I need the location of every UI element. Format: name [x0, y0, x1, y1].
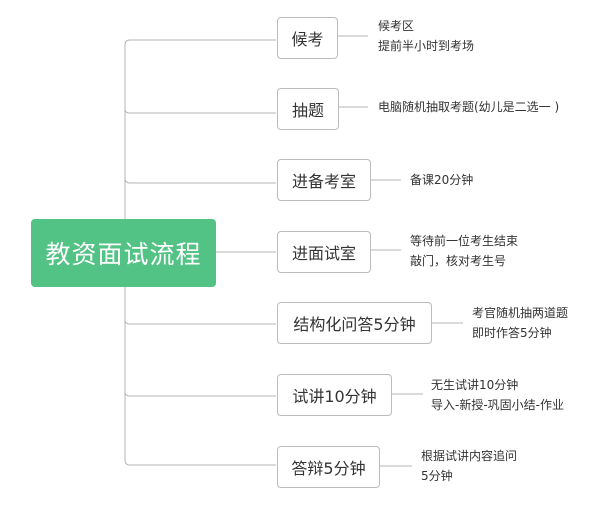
note-line: 考官随机抽两道题 — [472, 306, 569, 320]
branch-connector-5 — [124, 319, 276, 325]
note-line: 等待前一位考生结束 — [410, 234, 519, 248]
step-note-2: 电脑随机抽取考题(幼儿是二选一 ) — [378, 97, 559, 117]
note-line: 5分钟 — [421, 469, 453, 483]
branch-connector-2 — [124, 108, 276, 114]
note-line: 电脑随机抽取考题(幼儿是二选一 ) — [378, 100, 560, 114]
step-node-4[interactable]: 进面试室 — [277, 231, 371, 273]
note-line: 根据试讲内容追问 — [421, 449, 518, 463]
note-line: 无生试讲10分钟 — [431, 378, 519, 392]
note-line: 候考区 — [378, 19, 415, 33]
note-line: 导入-新授-巩固小结-作业 — [431, 398, 564, 412]
step-note-7: 根据试讲内容追问 5分钟 — [421, 446, 517, 486]
step-note-5: 考官随机抽两道题 即时作答5分钟 — [472, 303, 568, 343]
note-line: 敲门，核对考生号 — [410, 254, 507, 268]
step-node-2[interactable]: 抽题 — [277, 88, 339, 130]
step-node-5[interactable]: 结构化问答5分钟 — [277, 302, 432, 344]
step-node-6[interactable]: 试讲10分钟 — [277, 374, 392, 416]
step-note-1: 候考区 提前半小时到考场 — [378, 16, 474, 56]
step-note-6: 无生试讲10分钟 导入-新授-巩固小结-作业 — [431, 375, 564, 415]
step-node-1[interactable]: 候考 — [277, 17, 338, 59]
step-node-3[interactable]: 进备考室 — [277, 159, 371, 201]
branch-connector-6 — [124, 391, 276, 397]
step-node-7[interactable]: 答辩5分钟 — [277, 446, 380, 488]
root-topic[interactable]: 教资面试流程 — [31, 219, 216, 287]
note-line: 提前半小时到考场 — [378, 39, 475, 53]
step-note-3: 备课20分钟 — [410, 170, 473, 190]
note-line: 备课20分钟 — [410, 173, 474, 187]
step-note-4: 等待前一位考生结束 敲门，核对考生号 — [410, 231, 518, 271]
note-line: 即时作答5分钟 — [472, 326, 552, 340]
branch-connector-3 — [124, 177, 276, 184]
